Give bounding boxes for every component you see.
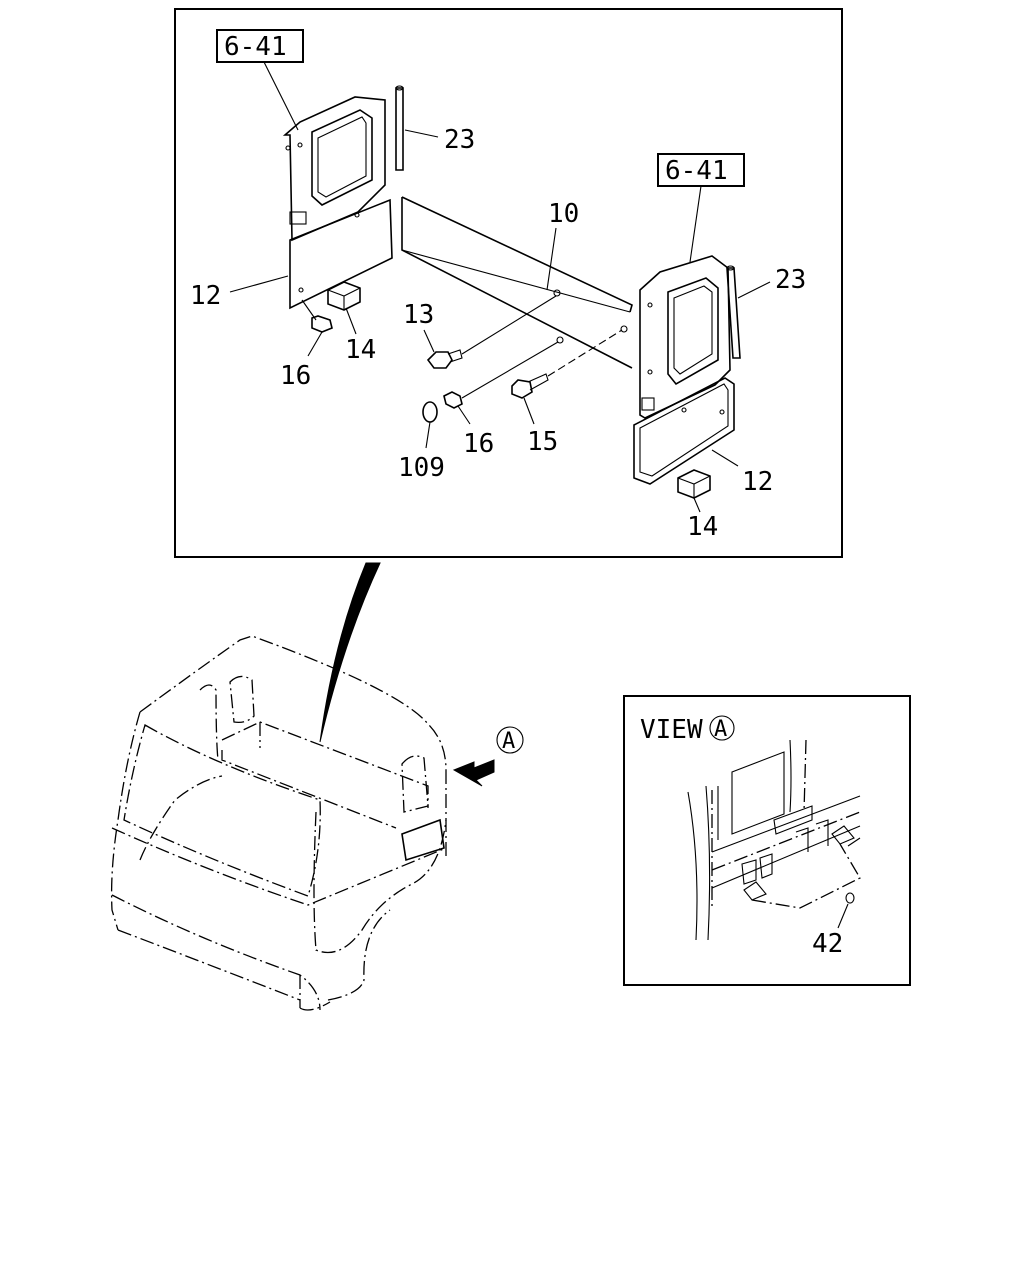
label-16-left: 16 (280, 361, 311, 391)
view-a-letter: A (502, 729, 515, 754)
block-14-left (327, 281, 361, 311)
ref-label-right: 6-41 (665, 156, 728, 186)
screw-15 (511, 329, 623, 399)
label-15: 15 (527, 427, 558, 457)
ref-label-left: 6-41 (224, 32, 287, 62)
label-16-mid: 16 (463, 429, 494, 459)
view-a-inset: VIEW A 42 (623, 695, 911, 986)
rear-panel-10 (401, 196, 633, 369)
clip-13 (426, 295, 557, 369)
detail-frame: 6-41 23 (174, 8, 843, 558)
plug-109 (422, 401, 438, 423)
label-14-right: 14 (687, 512, 718, 542)
inset-title: VIEW (640, 715, 703, 745)
cab-illustration (110, 635, 447, 1011)
label-13: 13 (403, 300, 434, 330)
block-14-right (677, 469, 711, 499)
label-14-left: 14 (345, 335, 376, 365)
view-a-marker: A (496, 726, 524, 754)
seal-strip-right (726, 265, 741, 359)
label-109: 109 (398, 453, 445, 483)
label-12-right: 12 (742, 467, 773, 497)
label-23-right: 23 (775, 265, 806, 295)
label-23-left: 23 (444, 125, 475, 155)
label-42: 42 (812, 929, 843, 959)
seal-strip-left (395, 85, 404, 171)
right-trim-panel (633, 255, 735, 485)
view-a-arrow (452, 759, 495, 787)
clip-16-left (301, 299, 333, 333)
label-12-left: 12 (190, 281, 221, 311)
clip-16-mid (443, 341, 559, 409)
ref-box-left (216, 29, 304, 63)
detail-pointer (319, 562, 381, 743)
left-trim-panel (282, 96, 393, 310)
inset-view-letter: A (714, 717, 727, 742)
label-10: 10 (548, 199, 579, 229)
